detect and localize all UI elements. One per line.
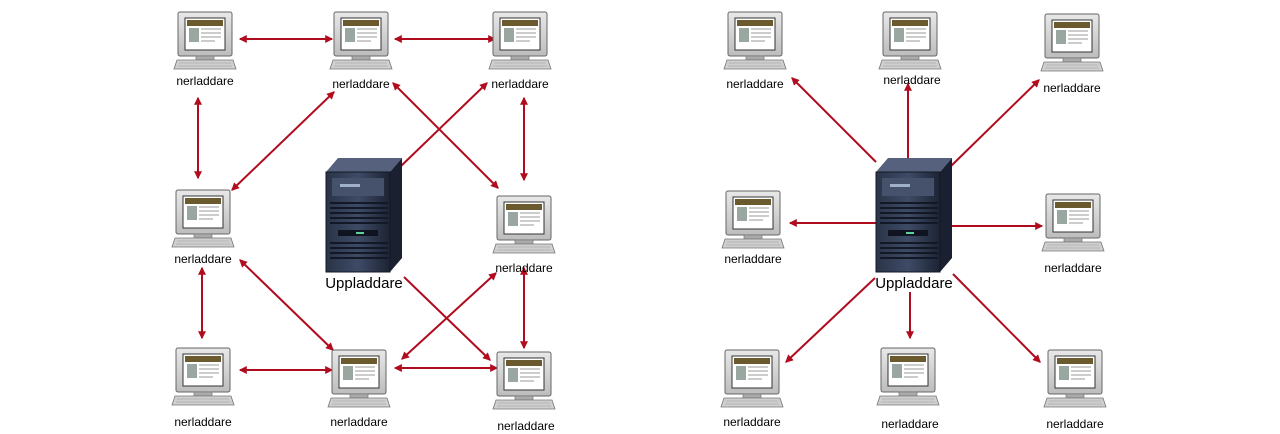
computer-icon — [876, 347, 940, 406]
node-label: nerladdare — [883, 73, 941, 87]
arrow — [949, 79, 1040, 168]
arrow — [791, 77, 877, 163]
client-node: nerladdare — [720, 349, 784, 429]
arrow — [952, 273, 1041, 363]
server-icon — [325, 157, 403, 273]
p2p-uploader: Uppladdare — [325, 157, 403, 292]
arrow — [239, 259, 334, 351]
client-node: nerladdare — [723, 11, 787, 91]
arrow — [231, 91, 335, 191]
p2p-arrows — [194, 35, 528, 374]
computer-icon — [171, 347, 235, 406]
p2p-node: nerladdare — [171, 189, 235, 266]
computer-icon — [721, 190, 785, 249]
computer-icon — [492, 195, 556, 254]
p2p-node: nerladdare — [492, 195, 556, 275]
computer-icon — [171, 189, 235, 248]
node-label: nerladdare — [497, 419, 555, 433]
computer-icon — [327, 349, 391, 408]
p2p-node: nerladdare — [492, 351, 556, 433]
node-label: nerladdare — [881, 417, 939, 431]
node-label: nerladdare — [723, 415, 781, 429]
client-server-panel: nerladdare nerladdare nerladdare nerladd… — [720, 11, 1107, 431]
computer-icon — [492, 351, 556, 410]
p2p-node: nerladdare — [329, 11, 393, 91]
p2p-node: nerladdare — [488, 11, 552, 91]
uploader-label: Uppladdare — [325, 275, 403, 292]
arrow — [785, 277, 876, 363]
computer-icon — [878, 11, 942, 70]
client-node: nerladdare — [1041, 193, 1105, 275]
p2p-node: nerladdare — [171, 347, 235, 429]
client-node: nerladdare — [876, 347, 940, 431]
arrow — [401, 272, 497, 360]
node-label: nerladdare — [1043, 81, 1101, 95]
computer-icon — [173, 11, 237, 70]
central-uploader: Uppladdare — [875, 157, 953, 292]
node-label: nerladdare — [332, 77, 390, 91]
computer-icon — [488, 11, 552, 70]
client-node: nerladdare — [878, 11, 942, 87]
node-label: nerladdare — [330, 415, 388, 429]
computer-icon — [720, 349, 784, 408]
node-label: nerladdare — [174, 415, 232, 429]
node-label: nerladdare — [724, 252, 782, 266]
node-label: nerladdare — [491, 77, 549, 91]
computer-icon — [1040, 13, 1104, 72]
computer-icon — [1041, 193, 1105, 252]
node-label: nerladdare — [1046, 417, 1104, 431]
node-label: nerladdare — [174, 252, 232, 266]
computer-icon — [1043, 349, 1107, 408]
node-label: nerladdare — [495, 261, 553, 275]
node-label: nerladdare — [176, 74, 234, 88]
p2p-node: nerladdare — [327, 349, 391, 429]
server-icon — [875, 157, 953, 273]
client-node: nerladdare — [721, 190, 785, 266]
computer-icon — [723, 11, 787, 70]
client-node: nerladdare — [1040, 13, 1104, 95]
client-node: nerladdare — [1043, 349, 1107, 431]
computer-icon — [329, 11, 393, 70]
uploader-label: Uppladdare — [875, 275, 953, 292]
p2p-panel: nerladdare nerladdare nerladdare nerladd… — [171, 11, 556, 433]
client-server-arrows — [785, 77, 1044, 363]
arrow — [392, 82, 499, 189]
arrow — [399, 82, 488, 168]
node-label: nerladdare — [1044, 261, 1102, 275]
node-label: nerladdare — [726, 77, 784, 91]
p2p-node: nerladdare — [173, 11, 237, 88]
